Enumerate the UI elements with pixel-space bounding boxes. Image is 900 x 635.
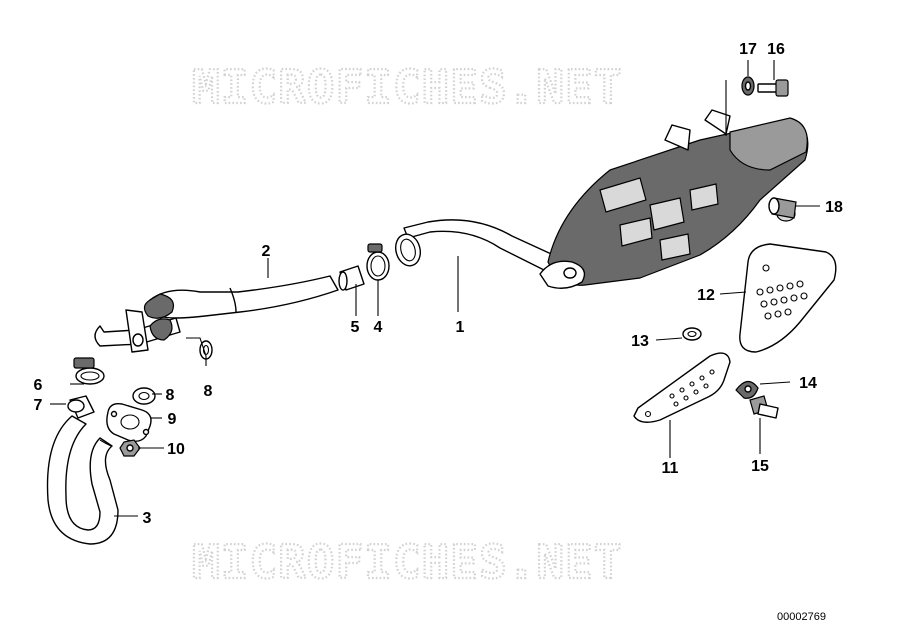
leader-lines <box>50 60 820 517</box>
part-12-heat-shield <box>739 243 837 353</box>
callout-3: 3 <box>143 510 152 527</box>
part-11-shield-plate <box>633 352 731 423</box>
callout-14: 14 <box>799 375 817 392</box>
part-2-front-pipe <box>94 275 339 353</box>
callout-labels: 1 2 3 4 5 6 7 8 8 9 10 11 12 13 14 15 16… <box>34 41 843 527</box>
callout-13: 13 <box>631 333 649 350</box>
part-14-grommet <box>735 380 759 399</box>
part-1-muffler <box>394 109 809 289</box>
part-7-sleeve <box>67 395 95 419</box>
callout-15: 15 <box>751 458 769 475</box>
part-13-washer <box>682 327 702 341</box>
watermark-top: MICROFICHES.NET <box>192 60 622 114</box>
callout-8-lower: 8 <box>166 387 175 404</box>
part-10-nut <box>119 439 141 457</box>
part-17-washer <box>741 76 755 96</box>
callout-1: 1 <box>456 319 465 336</box>
part-4-clamp <box>366 243 390 281</box>
callout-12: 12 <box>697 287 715 304</box>
part-6-hose-clamp <box>73 357 105 385</box>
callout-4: 4 <box>374 319 383 336</box>
callout-9: 9 <box>168 411 177 428</box>
part-3-header-pipe <box>46 415 119 545</box>
callout-5: 5 <box>351 319 360 336</box>
callout-2: 2 <box>262 243 271 260</box>
callout-17: 17 <box>739 41 757 58</box>
part-5-sleeve <box>338 265 365 291</box>
callout-10: 10 <box>167 441 185 458</box>
part-16-bolt <box>757 79 789 97</box>
callout-11: 11 <box>662 460 679 477</box>
callout-8-upper: 8 <box>204 383 213 400</box>
callout-18: 18 <box>825 199 843 216</box>
part-8-gasket-lower <box>132 387 156 405</box>
watermark-bottom: MICROFICHES.NET <box>192 535 622 589</box>
part-18-bush <box>768 197 797 219</box>
part-15-bolt <box>749 395 779 419</box>
callout-16: 16 <box>767 41 785 58</box>
diagram-code: 00002769 <box>777 611 826 623</box>
callout-6: 6 <box>34 377 43 394</box>
callout-7: 7 <box>34 397 43 414</box>
part-9-flange <box>106 402 152 443</box>
